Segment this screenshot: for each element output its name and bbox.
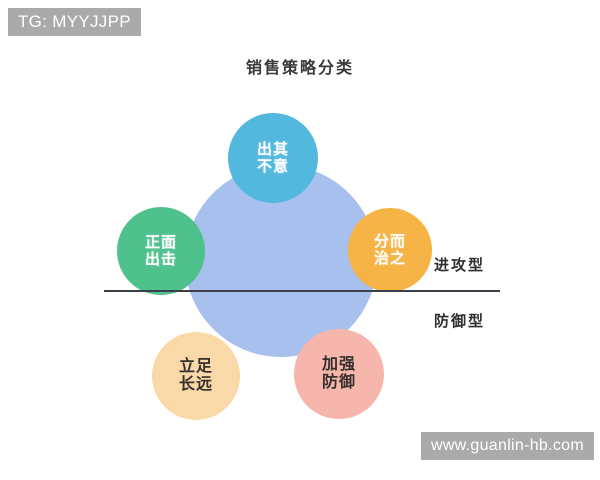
node-label-line1: 出其 [256, 140, 289, 158]
node-label-line2: 不意 [256, 158, 289, 175]
label-defensive-type: 防御型 [434, 313, 486, 330]
node-label-line2: 长远 [178, 376, 213, 393]
node-label-line1: 分而 [373, 232, 406, 250]
node-surprise-attack[interactable]: 出其 不意 [228, 113, 318, 203]
page-title: 销售策略分类 [245, 60, 354, 77]
watermark-top-left: TG: MYYJJPP [8, 8, 141, 36]
node-label-line1: 正面 [144, 233, 177, 251]
node-label-line1: 立足 [178, 357, 213, 375]
node-long-term-footing[interactable]: 立足 长远 [152, 332, 240, 420]
offense-defense-divider-line [104, 290, 500, 292]
node-label-line2: 防御 [321, 374, 356, 391]
node-label-line2: 治之 [373, 250, 406, 267]
node-frontal-attack[interactable]: 正面 出击 [117, 207, 205, 295]
node-label-line1: 加强 [321, 355, 356, 373]
label-offensive-type: 进攻型 [434, 257, 486, 274]
node-divide-and-conquer[interactable]: 分而 治之 [348, 208, 432, 292]
node-strengthen-defense[interactable]: 加强 防御 [294, 329, 384, 419]
node-label-line2: 出击 [144, 251, 177, 268]
watermark-bottom-right: www.guanlin-hb.com [420, 432, 594, 460]
